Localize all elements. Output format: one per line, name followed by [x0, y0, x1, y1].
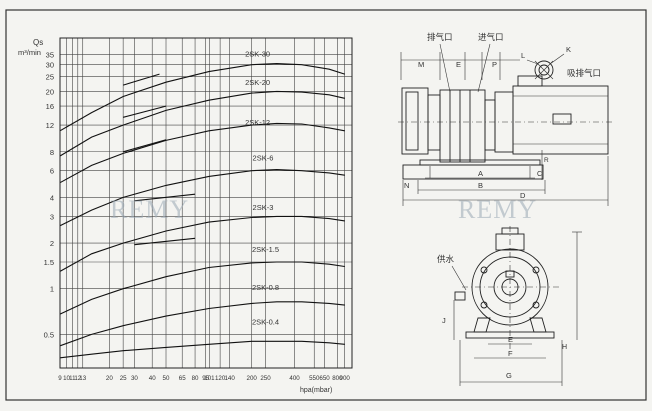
dim-D: D	[520, 191, 526, 200]
y-tick-label: 3	[50, 212, 54, 221]
series-curve-2sk-1-5	[59, 261, 345, 315]
x-tick-label: 9	[58, 375, 62, 382]
dim-N: N	[404, 181, 409, 190]
curve-segment	[134, 237, 196, 246]
x-tick-label: 120	[215, 375, 226, 382]
plot-frame	[59, 37, 353, 369]
pump-side-view: 排气口 进气口 M E P	[398, 32, 612, 206]
dim-K: K	[566, 45, 571, 54]
dim-E-top: E	[456, 60, 461, 69]
y-tick-label: 8	[50, 148, 54, 157]
dim-G: G	[506, 371, 512, 380]
y-tick-label: 1	[50, 285, 54, 294]
y-tick-label: 20	[46, 87, 54, 96]
x-tick-label: 25	[120, 375, 127, 382]
dim-E-front: E	[508, 335, 513, 344]
dim-C: C	[537, 171, 542, 178]
x-tick-label: 30	[131, 375, 138, 382]
dim-J: J	[442, 316, 446, 325]
y-tick-label: 2	[50, 239, 54, 248]
dim-B: B	[478, 181, 483, 190]
x-tick-label: 400	[289, 375, 300, 382]
series-curve-2sk-0-8	[59, 301, 345, 347]
y-axis-unit: m³/min	[18, 48, 41, 57]
page-border	[5, 9, 647, 401]
y-axis-label: Qs	[33, 38, 43, 47]
series-label: 2SK-6	[253, 154, 274, 163]
dim-P: P	[492, 60, 497, 69]
x-tick-label: 12	[74, 375, 81, 382]
y-tick-label: 35	[46, 51, 54, 60]
watermark-left: REMY	[110, 195, 189, 224]
x-tick-label: 80	[192, 375, 199, 382]
x-tick-label: 650	[319, 375, 330, 382]
series-curve-2sk-20	[59, 90, 345, 157]
suction-exhaust-port-label: 吸排气口	[567, 68, 601, 78]
series-label: 2SK-12	[245, 118, 270, 127]
dim-R: R	[544, 157, 549, 164]
dim-A: A	[478, 169, 483, 178]
y-tick-label: 16	[46, 102, 54, 111]
curve-segment	[122, 73, 160, 86]
pump-front-view: 供水 J H E F G	[437, 226, 582, 386]
exhaust-port-label: 排气口	[427, 32, 453, 42]
x-tick-label: 250	[260, 375, 271, 382]
series-curve-2sk-0-4	[59, 340, 345, 359]
curve-segment	[134, 193, 196, 202]
series-curve-2sk-30	[59, 63, 345, 132]
x-tick-label: 900	[340, 375, 351, 382]
y-tick-label: 30	[46, 61, 54, 70]
series-curve-2sk-6	[59, 169, 345, 227]
y-tick-label: 12	[46, 121, 54, 130]
x-tick-label: 40	[149, 375, 156, 382]
series-label: 2SK-1.5	[252, 245, 279, 254]
x-tick-label: 140	[224, 375, 235, 382]
y-tick-label: 0.5	[44, 330, 54, 339]
series-label: 2SK-30	[245, 49, 270, 58]
x-tick-label: 11	[69, 375, 76, 382]
x-tick-label: 20	[106, 375, 113, 382]
y-tick-label: 4	[50, 193, 54, 202]
y-tick-label: 25	[46, 73, 54, 82]
y-tick-label: 1.5	[44, 258, 54, 267]
series-label: 2SK-0.4	[252, 318, 279, 327]
x-tick-label: 95	[202, 375, 209, 382]
series-label: 2SK-0.8	[252, 283, 279, 292]
dim-L: L	[521, 51, 525, 60]
series-curve-2sk-3	[59, 215, 345, 272]
performance-chart: 2SK-30 2SK-20 2SK-12 2SK-6 2SK-3 2SK-1.5 2SK-0…	[18, 37, 353, 394]
water-supply-label: 供水	[437, 254, 455, 264]
x-axis-label: hpa(mbar)	[300, 387, 332, 394]
x-tick-label: 10	[63, 375, 70, 382]
y-tick-label: 6	[50, 167, 54, 176]
x-tick-label: 101	[204, 375, 215, 382]
x-tick-label: 550	[309, 375, 320, 382]
curve-segment	[123, 139, 167, 153]
dim-M: M	[418, 60, 424, 69]
x-tick-label: 65	[179, 375, 186, 382]
x-tick-label: 200	[247, 375, 258, 382]
dim-H: H	[562, 344, 567, 351]
inlet-port-label: 进气口	[478, 32, 504, 42]
curve-segment	[123, 105, 167, 118]
x-tick-label: 13	[79, 375, 86, 382]
x-tick-label: 50	[163, 375, 170, 382]
x-tick-label: 800	[332, 375, 343, 382]
dim-F: F	[508, 349, 513, 358]
series-label: 2SK-3	[253, 203, 274, 212]
series-curve-2sk-12	[59, 122, 345, 184]
series-label: 2SK-20	[245, 78, 270, 87]
